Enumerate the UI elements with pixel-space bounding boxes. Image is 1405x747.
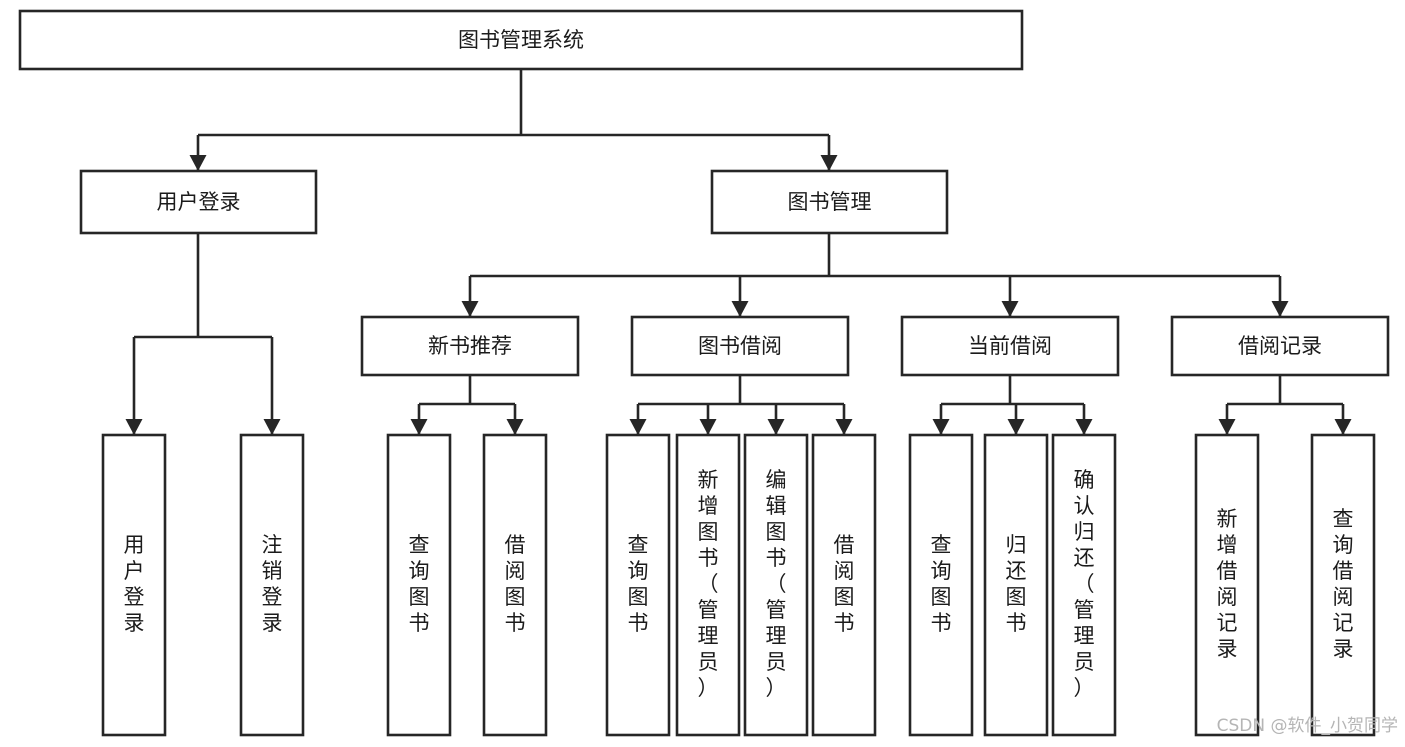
node-box-leaf-query-book-3[interactable] <box>908 433 974 737</box>
node-box-current-borrow[interactable] <box>900 315 1120 377</box>
watermark-text: CSDN @软件_小贺同学 <box>1217 716 1398 736</box>
bracket-glyph: （ <box>1074 572 1095 596</box>
node-leaf-borrow-book-2[interactable]: 借阅图书 <box>811 433 877 737</box>
node-box-leaf-query-book-2[interactable] <box>605 433 671 737</box>
node-box-user-login[interactable] <box>79 169 318 235</box>
node-book-manage[interactable]: 图书管理 <box>710 169 949 235</box>
arrow-head-icon <box>820 155 838 171</box>
arrow-head-icon <box>1007 419 1025 435</box>
node-label-leaf-borrow-book-2: 借阅图书 <box>834 533 855 635</box>
arrow-head-icon <box>410 419 428 435</box>
node-leaf-query-borrow-record[interactable]: 查询借阅记录 <box>1310 433 1376 737</box>
node-label-leaf-borrow-book-1: 借阅图书 <box>505 533 526 635</box>
node-label-user-login: 用户登录 <box>157 190 241 214</box>
node-label-leaf-query-borrow-record: 查询借阅记录 <box>1333 507 1354 661</box>
bracket-glyph: （ <box>698 572 719 596</box>
node-box-leaf-user-login[interactable] <box>101 433 167 737</box>
node-box-leaf-edit-book-admin[interactable] <box>743 433 809 737</box>
node-box-leaf-borrow-book-1[interactable] <box>482 433 548 737</box>
node-leaf-edit-book-admin[interactable]: 编辑图书（管理员） <box>743 433 809 737</box>
node-label-leaf-edit-book-admin: 编辑图书（管理员） <box>766 468 787 700</box>
arrow-head-icon <box>1218 419 1236 435</box>
node-box-leaf-return-book[interactable] <box>983 433 1049 737</box>
bracket-glyph: ） <box>698 676 719 700</box>
node-leaf-confirm-return-admin[interactable]: 确认归还（管理员） <box>1051 433 1117 737</box>
arrow-head-icon <box>1075 419 1093 435</box>
node-label-leaf-query-book-1: 查询图书 <box>409 533 430 635</box>
node-leaf-return-book[interactable]: 归还图书 <box>983 433 1049 737</box>
node-label-leaf-return-book: 归还图书 <box>1006 533 1027 635</box>
connector-group-new-book-recommend-to-leaves <box>410 375 524 435</box>
node-box-leaf-add-book-admin[interactable] <box>675 433 741 737</box>
node-new-book-recommend[interactable]: 新书推荐 <box>360 315 580 377</box>
connector-group-current-borrow-to-leaves <box>932 375 1093 435</box>
arrow-head-icon <box>1334 419 1352 435</box>
connector-group-user-login-to-leaves <box>125 233 281 435</box>
node-label-root: 图书管理系统 <box>458 28 584 52</box>
connector-group-borrow-record-to-leaves <box>1218 375 1352 435</box>
node-box-book-manage[interactable] <box>710 169 949 235</box>
bracket-glyph: （ <box>766 572 787 596</box>
node-box-new-book-recommend[interactable] <box>360 315 580 377</box>
node-label-leaf-confirm-return-admin: 确认归还（管理员） <box>1074 468 1095 700</box>
arrow-head-icon <box>461 301 479 317</box>
node-label-borrow-record: 借阅记录 <box>1238 334 1322 358</box>
node-leaf-query-book-2[interactable]: 查询图书 <box>605 433 671 737</box>
node-user-login[interactable]: 用户登录 <box>79 169 318 235</box>
node-label-new-book-recommend: 新书推荐 <box>428 334 512 358</box>
node-label-book-manage: 图书管理 <box>788 190 872 214</box>
node-box-borrow-record[interactable] <box>1170 315 1390 377</box>
node-label-current-borrow: 当前借阅 <box>968 334 1052 358</box>
node-label-leaf-user-login: 用户登录 <box>124 533 145 635</box>
node-box-leaf-query-book-1[interactable] <box>386 433 452 737</box>
node-box-book-borrow[interactable] <box>630 315 850 377</box>
connector-group-book-borrow-to-leaves <box>629 375 853 435</box>
node-current-borrow[interactable]: 当前借阅 <box>900 315 1120 377</box>
node-leaf-add-book-admin[interactable]: 新增图书（管理员） <box>675 433 741 737</box>
node-box-leaf-borrow-book-2[interactable] <box>811 433 877 737</box>
node-box-leaf-add-borrow-record[interactable] <box>1194 433 1260 737</box>
arrow-head-icon <box>699 419 717 435</box>
node-leaf-add-borrow-record[interactable]: 新增借阅记录 <box>1194 433 1260 737</box>
node-leaf-query-book-3[interactable]: 查询图书 <box>908 433 974 737</box>
arrow-head-icon <box>189 155 207 171</box>
arrow-head-icon <box>629 419 647 435</box>
node-label-book-borrow: 图书借阅 <box>698 334 782 358</box>
node-label-leaf-query-book-2: 查询图书 <box>628 533 649 635</box>
arrow-head-icon <box>1001 301 1019 317</box>
node-box-leaf-query-borrow-record[interactable] <box>1310 433 1376 737</box>
connector-group-root-to-level2 <box>189 69 838 171</box>
bracket-glyph: ） <box>766 676 787 700</box>
arrow-head-icon <box>835 419 853 435</box>
node-layer: 图书管理系统用户登录图书管理新书推荐图书借阅当前借阅借阅记录用户登录注销登录查询… <box>18 9 1390 737</box>
node-box-leaf-logout-login[interactable] <box>239 433 305 737</box>
node-borrow-record[interactable]: 借阅记录 <box>1170 315 1390 377</box>
node-box-root[interactable] <box>18 9 1024 71</box>
arrow-head-icon <box>125 419 143 435</box>
node-leaf-query-book-1[interactable]: 查询图书 <box>386 433 452 737</box>
arrow-head-icon <box>767 419 785 435</box>
arrow-head-icon <box>506 419 524 435</box>
node-label-leaf-logout-login: 注销登录 <box>262 533 283 635</box>
connector-layer <box>125 69 1352 435</box>
node-label-leaf-query-book-3: 查询图书 <box>931 533 952 635</box>
arrow-head-icon <box>1271 301 1289 317</box>
node-label-leaf-add-book-admin: 新增图书（管理员） <box>698 468 719 700</box>
arrow-head-icon <box>731 301 749 317</box>
arrow-head-icon <box>932 419 950 435</box>
node-box-leaf-confirm-return-admin[interactable] <box>1051 433 1117 737</box>
node-label-leaf-add-borrow-record: 新增借阅记录 <box>1217 507 1238 661</box>
arrow-head-icon <box>263 419 281 435</box>
node-book-borrow[interactable]: 图书借阅 <box>630 315 850 377</box>
connector-group-book-manage-to-level3 <box>461 233 1289 317</box>
node-root[interactable]: 图书管理系统 <box>18 9 1024 71</box>
bracket-glyph: ） <box>1074 676 1095 700</box>
node-leaf-user-login[interactable]: 用户登录 <box>101 433 167 737</box>
node-leaf-logout-login[interactable]: 注销登录 <box>239 433 305 737</box>
node-leaf-borrow-book-1[interactable]: 借阅图书 <box>482 433 548 737</box>
